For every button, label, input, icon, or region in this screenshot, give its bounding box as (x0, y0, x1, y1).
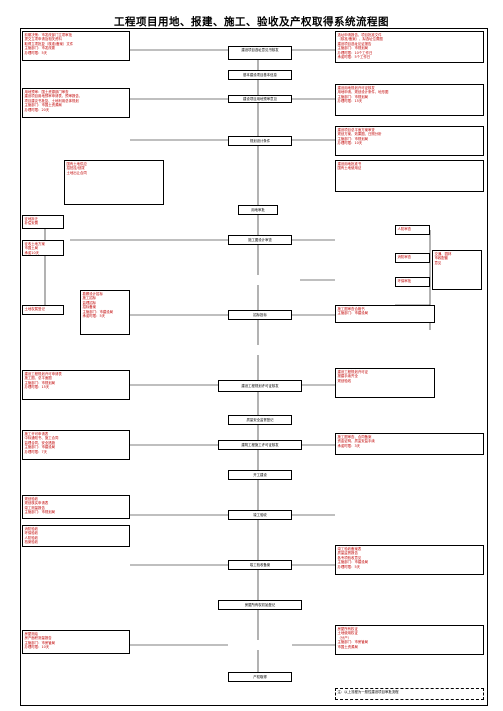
node-land-supply: 国有土地供应 招拍挂/划拨 土地出让合同 (64, 160, 164, 205)
node-fire-review: 消防审查 (395, 253, 430, 263)
node-planning-conditions: 规划设计条件 (228, 136, 292, 146)
node-project-approval: 前期决策：市发改部门立项审批 提交立项申请及相关资料 取得立项批复（核准/备案）… (22, 31, 130, 61)
node-land-pre-review: 用地预审：国土资源部门审查 建设项目用地预审申请表、预审报告、 项目建议书批复、… (22, 88, 130, 118)
node-completion-acceptance: 竣工验收 (228, 510, 292, 520)
node-bidding: 招标投标 (228, 310, 292, 320)
node-municipal-opinions: 交通、园林 市政配套 意见 (432, 250, 482, 290)
node-land-certificate: 建设用地批准书 国有土地使用证 (335, 160, 484, 192)
node-construction-planning-result: 建设工程规划许可证 报建手续齐全 规划验线 (335, 368, 435, 398)
node-planning-acceptance: 规划验收 规划核实申请表 竣工测量报告 主管部门：市规划局 (22, 495, 130, 519)
node-property-survey: 房屋测绘 房产面积测量报告 主管部门：市房管局 办理时限：10天 (22, 630, 130, 654)
node-basic-info: 基本建设项目基本信息 (228, 70, 292, 80)
node-land-title-registration: 土地权属登记 (22, 305, 64, 315)
node-civil-defense: 人防审查 (395, 225, 430, 235)
node-construction-planning-permit: 建设工程规划许可证核发 (218, 380, 302, 392)
node-environment-approval: 环保审批 (395, 277, 430, 287)
node-design-review: 施工图设计审查 (228, 235, 292, 245)
diagram-title: 工程项目用地、报建、施工、验收及产权取得系统流程图 (114, 16, 389, 28)
node-land-approval: 用地审批 (238, 205, 278, 215)
node-completion-filing-detail: 竣工验收备案表 质量监督报告 各专项验收意见 主管部门：市建设局 办理时限：5天 (335, 545, 484, 575)
node-site-selection-detail: 选址申请报告、项目批准文件 （核准/备案）、拟选址位置图 建设项目选址论证报告 … (335, 31, 484, 63)
node-construction-permit-result: 施工图审查、合同备案 资金证明、质监安监手续 承诺时限：3天 (335, 433, 484, 455)
node-construction-permit-detail: 施工许可申请表 中标通知书、施工合同 监理合同、安全措施 主管部门：市建设局 办… (22, 430, 130, 460)
node-special-acceptances: 消防验收 环保验收 人防验收 档案验收 (22, 525, 130, 547)
node-initial-property-registration: 房屋所有权初始登记 (218, 600, 302, 610)
footer-note: 注：以上流程为一般性建设项目审批流程 (335, 688, 484, 700)
node-expropriation-plan: 征收土地方案 市国土局 承诺10天 (22, 240, 64, 256)
node-start-construction: 开工建设 (228, 470, 292, 480)
node-construction-planning-detail: 建设工程规划许可申请表 施工图、总平面图 主管部门：市规划局 办理时限：15天 (22, 370, 130, 400)
node-completion-filing: 竣工验收备案 (228, 560, 292, 570)
node-land-pre-review-opinion: 建设项目用地预审意见 (228, 95, 292, 103)
diagram-frame (20, 28, 488, 706)
node-property-certificates: 房屋所有权证 土地使用权证 （分户） 主管部门：市房管局 市国土资源局 (335, 625, 484, 655)
node-land-planning-permit: 建设用地规划许可证核发 用地申请、规划设计条件、地形图 主管部门：市规划局 办理… (335, 84, 484, 116)
node-site-selection: 建设项目选址意见书核发 (228, 46, 292, 60)
node-land-expropriation: 征地拆迁 补偿安置 (22, 215, 64, 229)
node-property-obtained: 产权取得 (228, 672, 292, 682)
node-bidding-detail: 勘察设计招标 施工招标 监理招标 招标备案 主管部门：市建设局 承诺时限：5天 (80, 290, 130, 335)
node-quality-safety: 质量安全监督登记 (228, 415, 292, 425)
node-site-plan-review: 建设项目总平面方案审查 规划方案、效果图、日照分析 主管部门：市规划局 办理时限… (335, 126, 484, 156)
node-construction-permit: 建筑工程施工许可证核发 (218, 440, 302, 450)
node-drawing-review-cert: 施工图审查合格书 主管部门：市建设局 (335, 305, 435, 323)
